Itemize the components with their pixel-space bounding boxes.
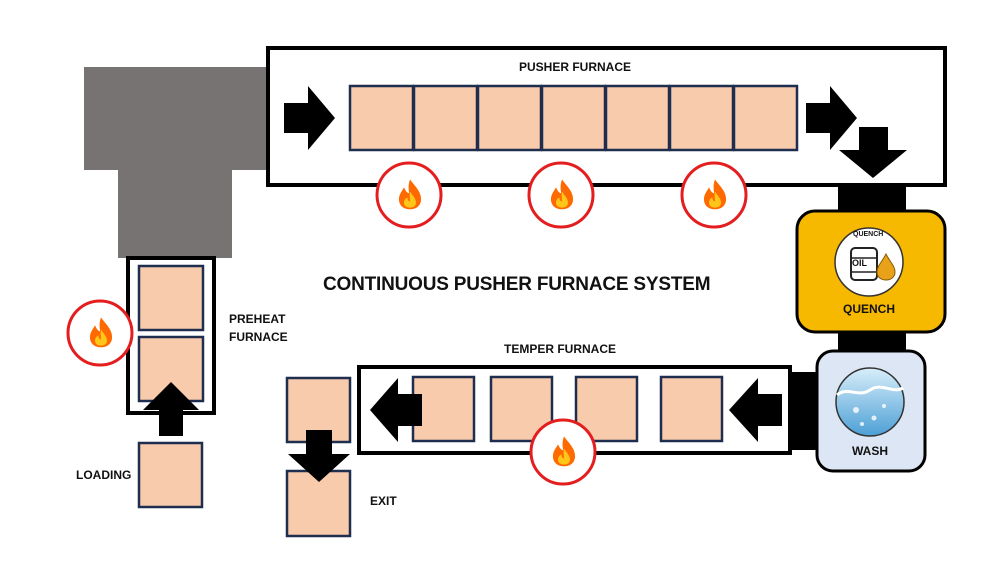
- pusher-furnace-label: PUSHER FURNACE: [519, 60, 632, 74]
- arrow-icon: [288, 430, 350, 482]
- tray: [411, 375, 476, 443]
- arrow-icon: [729, 378, 782, 442]
- arrow-icon: [839, 127, 907, 178]
- tray: [412, 84, 479, 152]
- burner: [680, 161, 748, 229]
- oil-barrel-icon: [834, 227, 904, 297]
- quench-label: QUENCH: [843, 302, 896, 316]
- tray: [659, 375, 724, 443]
- connector: [790, 372, 820, 450]
- burner: [527, 161, 595, 229]
- burner: [66, 299, 134, 367]
- tray: [476, 84, 543, 152]
- burner: [375, 161, 443, 229]
- tray: [348, 84, 415, 152]
- arrow-icon: [370, 378, 422, 442]
- arrow-icon: [143, 382, 199, 436]
- preheat-furnace-label-line2: FURNACE: [229, 330, 288, 344]
- water-icon: [835, 367, 905, 437]
- oil-label: OIL: [852, 258, 867, 268]
- temper-furnace-label: TEMPER FURNACE: [504, 342, 617, 356]
- burner: [529, 418, 597, 486]
- pusher-furnace-trays: [348, 84, 799, 152]
- exit-tray: [285, 469, 352, 538]
- preheat-furnace-label-line1: PREHEAT: [229, 312, 286, 326]
- diagram-title: CONTINUOUS PUSHER FURNACE SYSTEM: [323, 274, 711, 295]
- quench-icon-caption: QUENCH: [853, 231, 884, 238]
- feed-chute: [84, 67, 268, 258]
- tray: [668, 84, 735, 152]
- tray: [137, 264, 205, 332]
- tray: [540, 84, 607, 152]
- loading-label: LOADING: [76, 468, 132, 482]
- tray: [732, 84, 799, 152]
- tray: [604, 84, 671, 152]
- connector: [838, 185, 906, 213]
- arrow-icon: [806, 86, 857, 150]
- exit-label: EXIT: [370, 494, 397, 508]
- arrow-icon: [284, 86, 335, 150]
- loading-tray: [137, 441, 204, 509]
- wash-label: WASH: [852, 444, 888, 458]
